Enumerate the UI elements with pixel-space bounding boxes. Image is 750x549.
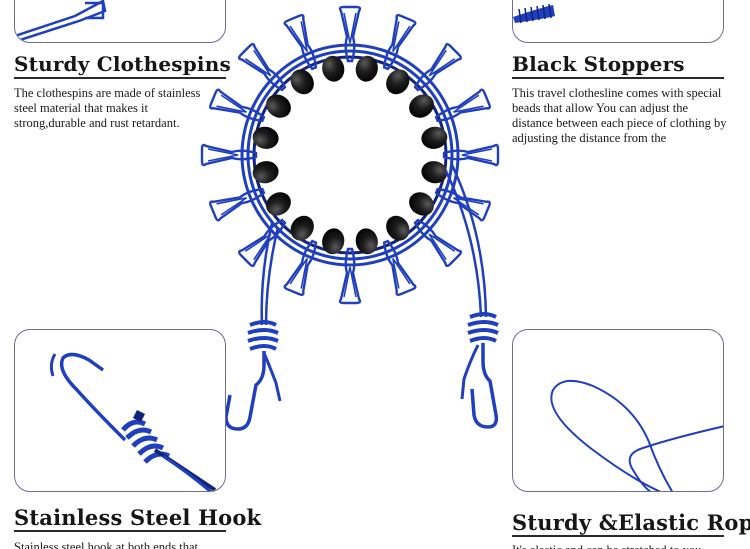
hook-heading-rule	[14, 530, 226, 532]
hook-icon	[49, 352, 217, 491]
stoppers-heading: Black Stoppers	[512, 52, 685, 76]
stopper-bead	[421, 126, 448, 149]
clothespin	[442, 143, 500, 167]
stopper-bead	[322, 228, 345, 255]
rope-heading: Sturdy &Elastic Rope	[512, 510, 750, 535]
hook-closeup-panel	[14, 329, 226, 492]
stopper-bead	[421, 161, 448, 184]
clothespin	[283, 239, 318, 296]
stopper-bead	[355, 55, 378, 82]
left-hook	[224, 320, 282, 431]
clothespin-ring	[200, 5, 500, 305]
clothespins-heading-rule	[14, 77, 226, 79]
clothespin	[338, 247, 362, 305]
stoppers-description: This travel clothesline comes with speci…	[512, 86, 727, 145]
clothesline-product-image	[200, 5, 500, 431]
stopper-bead	[266, 94, 291, 118]
stopper-bead	[409, 192, 434, 216]
stopper-bead	[355, 228, 378, 255]
stopper-bead	[252, 161, 279, 184]
clothespin	[434, 88, 491, 123]
stopper-bead	[386, 69, 410, 95]
stoppers-heading-rule	[512, 77, 724, 79]
stopper-bead	[290, 69, 314, 95]
clothespin-closeup-panel	[14, 0, 226, 43]
stopper-bead	[266, 192, 291, 216]
clothespin	[209, 88, 266, 123]
clothespin	[338, 5, 362, 63]
hook-heading: Stainless Steel Hook	[14, 505, 262, 530]
clothespin	[237, 42, 287, 92]
clothespins-description: The clothespins are made of stainless st…	[14, 86, 201, 130]
clothespin	[413, 218, 463, 268]
clothespin	[382, 239, 417, 296]
clothespin	[413, 42, 463, 92]
rope-closeup-panel	[512, 329, 724, 492]
clothespin	[200, 143, 258, 167]
stopper-bead	[386, 215, 410, 241]
rope-heading-rule	[512, 535, 724, 537]
clothespin-icon	[15, 0, 107, 42]
stopper-closeup-panel	[512, 0, 724, 43]
stopper-icon	[513, 3, 555, 24]
rope-description: It's elastic and can be stretched to you	[512, 543, 724, 549]
clothespins-heading: Sturdy Clothespins	[14, 52, 231, 76]
stopper-bead	[409, 94, 434, 118]
stopper-bead	[252, 126, 279, 149]
clothespin	[283, 14, 318, 71]
rope-icon	[550, 379, 723, 491]
right-hook	[460, 312, 499, 429]
clothespin	[382, 14, 417, 71]
rope-coil	[240, 43, 460, 267]
hook-description: Stainless steel hook at both ends that	[14, 540, 199, 549]
stopper-bead	[322, 55, 345, 82]
stopper-bead	[290, 215, 314, 241]
hanging-ropes	[260, 164, 488, 326]
clothespin	[209, 187, 266, 222]
